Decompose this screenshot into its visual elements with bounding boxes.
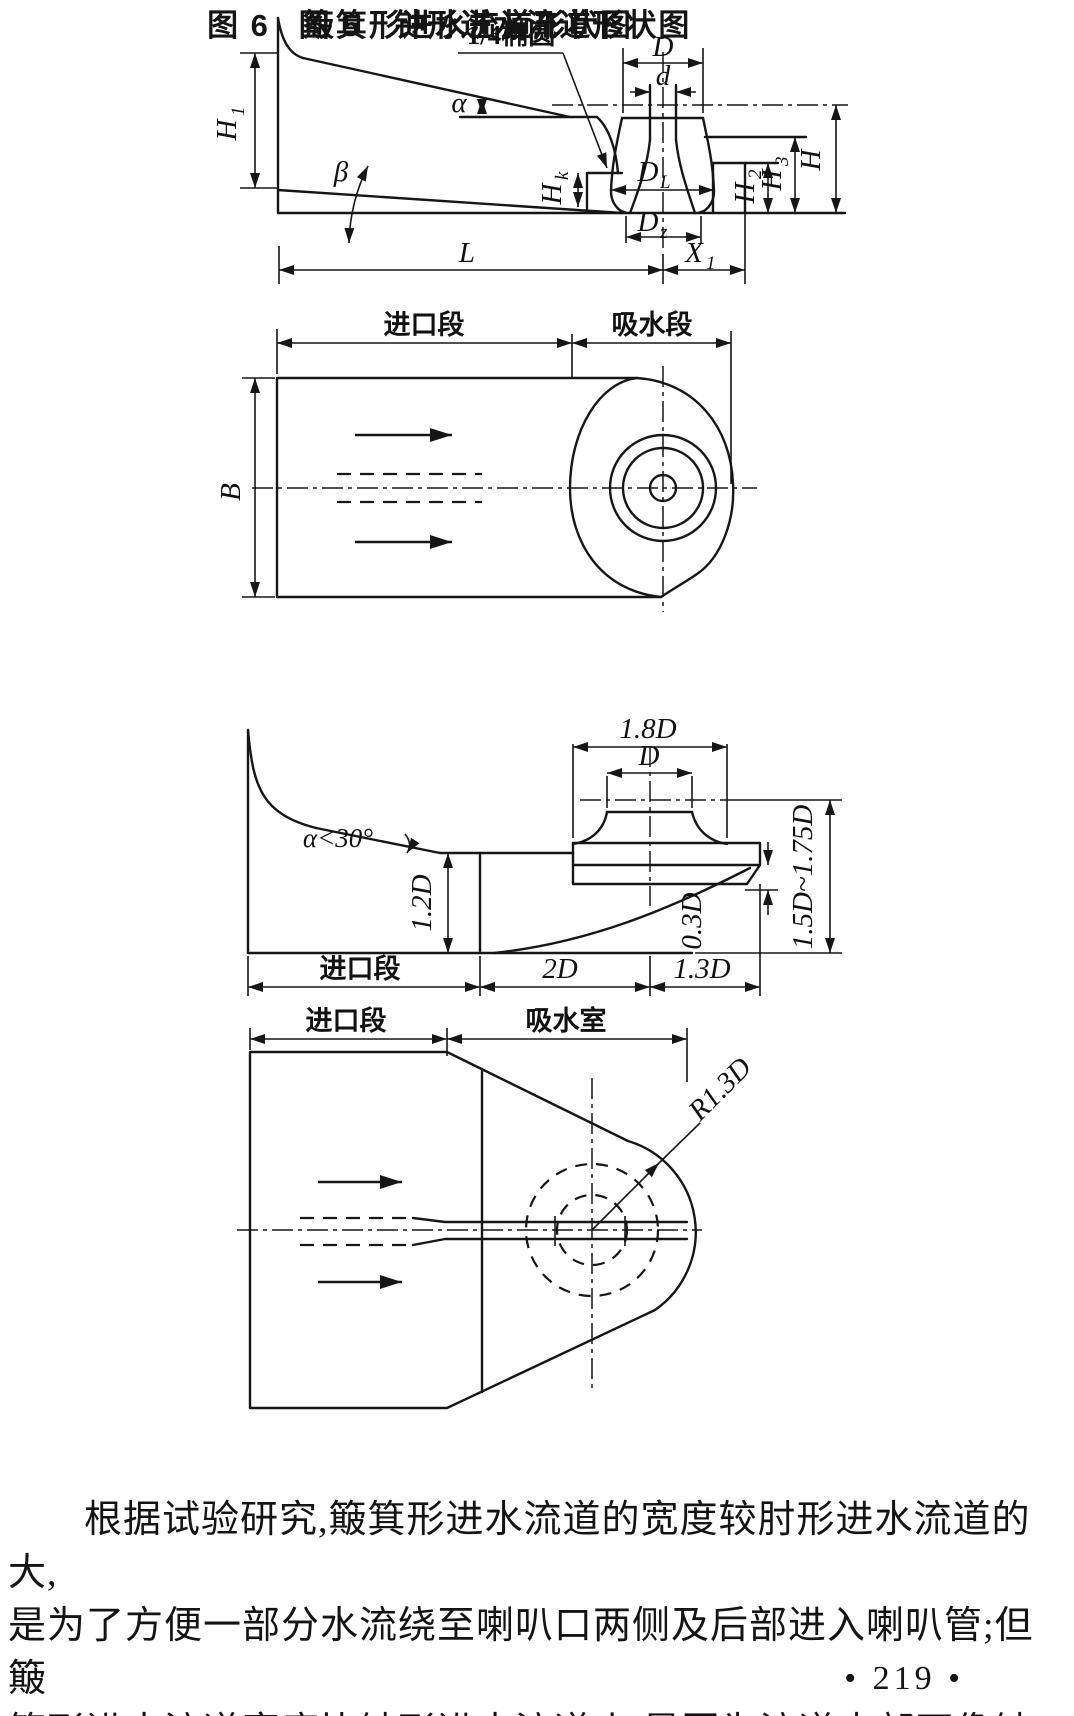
svg-text:1.2D: 1.2D (406, 874, 438, 931)
svg-text:H: H (536, 181, 568, 205)
fig6-row-ticks (247, 884, 761, 996)
fig6-D-ticks (606, 776, 693, 808)
fig5-plan-chamber-top-lobe (635, 376, 735, 486)
svg-text:1: 1 (706, 253, 716, 274)
fig6-plan-chamber-label: 吸水室 (526, 1005, 607, 1036)
fig5-plan-rect (275, 376, 662, 599)
fig6-radius-line (591, 1162, 660, 1231)
L-label: L (458, 237, 475, 269)
figure6-caption: 图 6 簸箕形进水流道形状图 (207, 8, 633, 43)
fig6-plan-hidden-lines (300, 1216, 413, 1247)
svg-text:L: L (659, 172, 671, 193)
fig6-floor-curve (492, 866, 752, 955)
fig5-sloped-floor (276, 188, 624, 215)
fig5-plan-hidden-lines (337, 472, 482, 504)
h3-label: H 3 (756, 157, 793, 192)
figure6-elevation-view: α<30° 1.2D 1.8D D 0.3D 1.5D~1.75D 进口段 2D… (246, 713, 842, 996)
fig5-ellipse-leader (562, 52, 608, 169)
12d-label: 1.2D (406, 874, 438, 931)
svg-text:X: X (684, 237, 704, 269)
body-line-2: 是为了方便一部分水流绕至喇叭口两侧及后部进入喇叭管;但簸 (8, 1605, 1034, 1700)
quarter-ellipse-label: 1/4椭圆 (467, 20, 556, 50)
h-label: H (795, 147, 827, 171)
13d-label: 1.3D (673, 953, 730, 985)
fig5-bell-inner-left (628, 138, 652, 215)
fig6-alpha-arc (404, 833, 420, 854)
range-label: 1.5D~1.75D (787, 805, 819, 950)
figure5-plan-view: B 进口段 吸水段 (215, 310, 757, 612)
svg-text:D: D (637, 206, 659, 238)
beta-label: β (333, 156, 349, 188)
fig5-plan-chamber-bottom-lobe (659, 482, 735, 599)
fig5-bell-outer-left (609, 116, 629, 215)
fig6-plan-pipe-ticks (554, 1216, 626, 1246)
fig5-L-ticks (278, 214, 746, 284)
fig6-D-label: D (638, 740, 660, 772)
svg-text:0.3D: 0.3D (676, 892, 708, 949)
figure5-elevation-view: 1/4椭圆 α β H 1 H k D d D L D z H 2 H 3 H (211, 16, 848, 284)
fig5-ceiling-slope (301, 56, 572, 119)
r13d-label: R1.3D (682, 1051, 758, 1127)
figure6-plan-view: R1.3D 进口段 吸水室 (237, 1005, 758, 1410)
18d-label: 1.8D (619, 713, 676, 745)
svg-text:H: H (795, 147, 827, 171)
svg-text:H: H (211, 117, 243, 141)
svg-text:B: B (215, 483, 247, 501)
body-paragraph: 根据试验研究,簸箕形进水流道的宽度较肘形进水流道的大, 是为了方便一部分水流绕至… (8, 1494, 1068, 1716)
DL-label: D L (637, 156, 671, 193)
fig5-bell-inner-right (674, 138, 697, 215)
fig5-bell-outer-right (696, 116, 716, 215)
fig6-plan-ticks (249, 1028, 688, 1082)
body-line-3: 箕形进水流道宽度比钟形进水流道小,是因为流道内部不像钟形 (8, 1706, 1068, 1716)
03d-label: 0.3D (676, 892, 708, 949)
fig6-range-ticks (695, 799, 842, 954)
fig6-plan-pipe (411, 1216, 689, 1247)
svg-text:R1.3D: R1.3D (682, 1051, 758, 1127)
svg-text:H: H (756, 167, 788, 191)
fig5-quarter-ellipse-wall (595, 115, 620, 175)
svg-text:2: 2 (745, 169, 766, 179)
hk-label: H k (536, 171, 573, 205)
svg-text:D: D (637, 156, 659, 188)
svg-text:H: H (729, 180, 761, 204)
2d-label: 2D (542, 953, 578, 985)
fig6-top-curve (246, 728, 318, 830)
d-label: d (656, 60, 671, 92)
D-label: D (652, 31, 674, 63)
fig5-suction-label: 吸水段 (612, 310, 693, 340)
Dz-label: D z (637, 206, 668, 243)
fig6-inlet-label: 进口段 (320, 954, 401, 984)
x1-label: X 1 (684, 237, 715, 274)
body-line-1: 根据试验研究,簸箕形进水流道的宽度较肘形进水流道的大, (8, 1499, 1031, 1594)
fig6-plan-outline (248, 1050, 697, 1410)
fig6-radius-ext (658, 1122, 701, 1164)
svg-text:1.5D~1.75D: 1.5D~1.75D (787, 805, 819, 950)
svg-text:z: z (659, 222, 668, 243)
h2-label: H 2 (729, 169, 766, 204)
svg-text:1: 1 (228, 107, 249, 117)
fig6-18d-ticks (572, 744, 728, 838)
figure5-caption: 图 5 钟形进水流道形状图 (298, 8, 692, 43)
fig5-h1-ticks (240, 52, 278, 189)
fig6-flange (571, 841, 762, 886)
fig5-inlet-label: 进口段 (384, 310, 465, 340)
svg-text:3: 3 (772, 157, 793, 168)
alpha30-label: α<30° (303, 823, 373, 853)
page-number: • 219 • (844, 1660, 964, 1697)
fig5-beta-arrow (344, 165, 369, 244)
fig6-flare-left (571, 810, 609, 846)
fig6-flare-right (690, 810, 729, 846)
fig5-top-curve (276, 16, 305, 60)
h1-label: H 1 (211, 107, 249, 142)
alpha-label: α (451, 87, 467, 119)
b-label: B (215, 483, 247, 501)
svg-text:k: k (552, 171, 573, 180)
fig6-plan-inlet-label: 进口段 (306, 1006, 387, 1036)
fig5-left-step (585, 171, 624, 211)
